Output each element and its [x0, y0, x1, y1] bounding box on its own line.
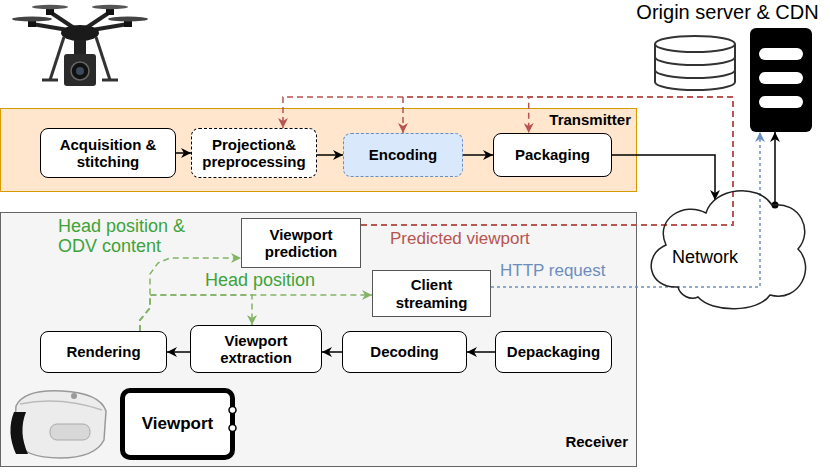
band-ground — [1, 109, 637, 192]
edge-label-holder: Head position — [205, 270, 340, 290]
edge-label: HTTP request — [500, 261, 606, 281]
node-label: Origin server & CDN — [636, 0, 818, 24]
device-button — [229, 407, 236, 414]
process-box: Depackaging — [495, 331, 612, 373]
drone-gimbal — [74, 40, 86, 54]
camera-lens-glass — [76, 67, 84, 75]
device-button — [229, 425, 236, 432]
connector — [361, 97, 733, 225]
connector — [176, 152, 191, 154]
headset-seam — [20, 401, 102, 410]
node-label: Viewport extraction — [196, 332, 316, 367]
node-label: Client streaming — [378, 276, 485, 311]
edge-label-holder: HTTP request — [500, 261, 630, 281]
headset-pad — [50, 424, 90, 440]
edge-label: Head position — [205, 270, 315, 290]
process-box: Packaging — [493, 133, 612, 177]
server-slot — [759, 96, 803, 108]
headset-dial — [71, 393, 77, 399]
drone-propeller — [108, 17, 148, 22]
connector — [317, 154, 343, 156]
node-label: Viewport prediction — [247, 226, 355, 261]
edge-label-holder: Head position & ODV content — [58, 216, 208, 256]
connector — [491, 132, 760, 287]
node-label: Decoding — [370, 343, 438, 360]
database-top — [655, 36, 735, 52]
drone-propeller — [32, 5, 68, 9]
node-label: Rendering — [66, 343, 140, 360]
process-box: Viewport prediction — [241, 218, 361, 268]
drone-propeller — [12, 17, 52, 22]
camera-lens — [71, 62, 89, 80]
drone-foot — [42, 79, 58, 82]
process-box: Acquisition & stitching — [40, 128, 176, 178]
node-label: Projection& preprocessing — [197, 136, 311, 171]
headset-body — [14, 391, 106, 458]
drone-foot — [102, 79, 118, 82]
band-ground — [1, 213, 637, 467]
headset-cushion — [10, 412, 28, 454]
server-slot — [759, 72, 803, 84]
connector — [463, 154, 493, 156]
node-label: Receiver — [565, 433, 628, 450]
process-box: Decoding — [342, 331, 467, 373]
process-box: Projection& preprocessing — [191, 128, 317, 178]
connector — [612, 155, 715, 200]
node-label: Network — [672, 247, 738, 268]
connector — [467, 351, 495, 353]
headset-illustration — [10, 391, 106, 458]
node-label: Depackaging — [507, 343, 600, 360]
node-label: Encoding — [369, 146, 437, 163]
drone-body — [61, 25, 99, 41]
server-icon — [750, 28, 812, 132]
display-device: Viewport — [120, 388, 235, 460]
node-label: Viewport — [142, 414, 213, 434]
connector — [774, 132, 776, 205]
drone-camera — [64, 54, 96, 86]
drone-leg — [96, 37, 110, 80]
edge-label-holder: Predicted viewport — [390, 229, 560, 249]
node-label: Acquisition & stitching — [46, 136, 170, 171]
server-slot — [759, 48, 803, 60]
edge-label: Predicted viewport — [390, 229, 530, 249]
process-box: Client streaming — [372, 270, 491, 317]
drone-illustration — [12, 5, 148, 86]
drone-leg — [50, 37, 64, 80]
connector — [361, 97, 733, 225]
cloud-outline — [640, 175, 810, 313]
connectors — [140, 97, 779, 352]
edge-label: Head position & ODV content — [58, 216, 208, 256]
connector — [322, 351, 342, 353]
connector — [167, 351, 190, 353]
process-box: Encoding — [343, 133, 463, 177]
process-box: Rendering — [40, 331, 167, 373]
node-label: Transmitter — [549, 111, 631, 128]
network-cloud: Network — [640, 175, 810, 313]
process-box: Viewport extraction — [190, 325, 322, 373]
cloud-shape — [651, 191, 805, 309]
server-node: Origin server & CDN — [625, 0, 830, 132]
node-label: Packaging — [515, 146, 590, 163]
drone-propeller — [92, 5, 128, 9]
connector — [283, 97, 733, 225]
database-rings — [655, 57, 735, 78]
transmitter-band: TransmitterAcquisition & stitching Projec… — [0, 108, 637, 192]
